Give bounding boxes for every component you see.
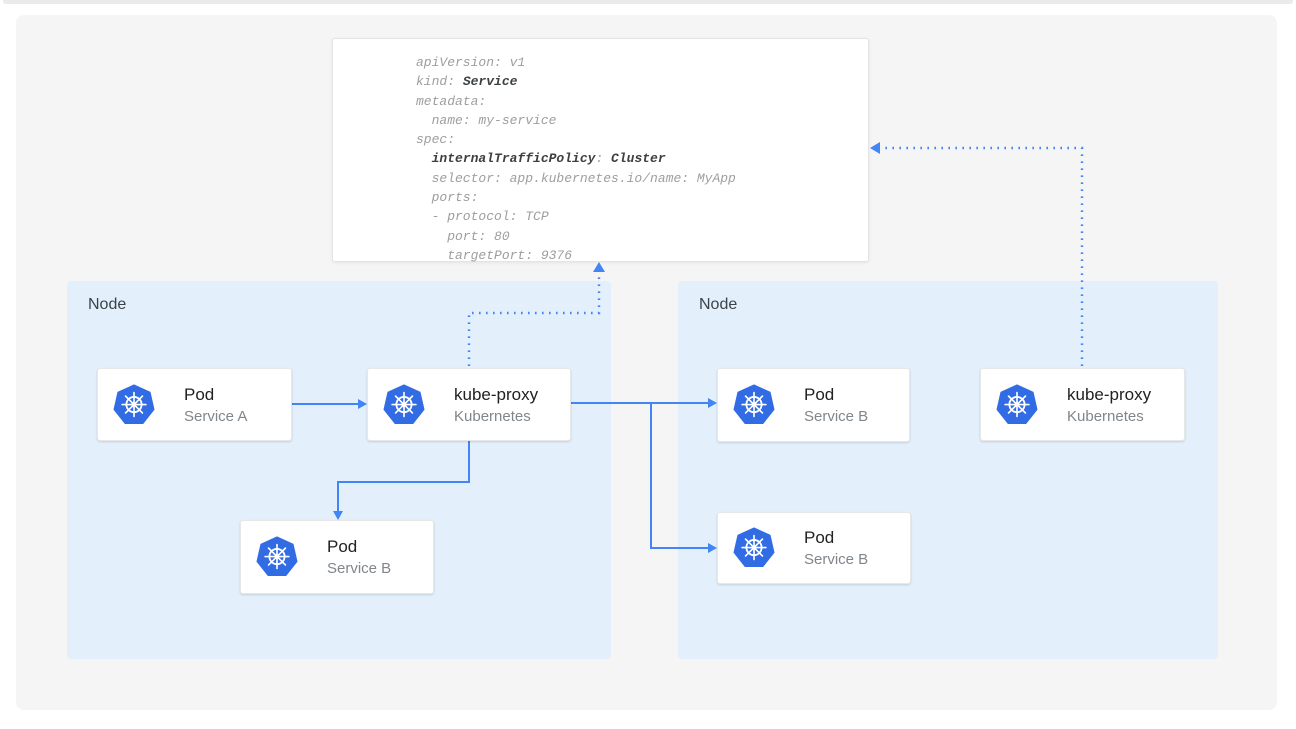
yaml-line-internal-traffic-policy: internalTrafficPolicy: Cluster [431,151,666,167]
card-subtitle: Service B [804,408,869,425]
yaml-line: apiVersion: v1 [416,55,526,70]
card-title: Pod [184,384,215,404]
yaml-line: ports: [416,190,479,206]
yaml-line: - protocol: TCP [416,209,549,225]
card-subtitle: Kubernetes [454,407,531,425]
diagram-panel: apiVersion: v1 kind: Service metadata: n… [16,15,1277,710]
kubernetes-icon [732,383,776,427]
card-subtitle: Service B [327,560,392,577]
top-divider [3,0,1293,4]
pod-service-a-card: Pod Service A [97,368,292,441]
service-yaml-manifest: apiVersion: v1 kind: Service metadata: n… [332,38,869,263]
card-title: Pod [327,537,358,556]
yaml-line: targetPort: 9376 [416,247,573,263]
node-left: Node [67,281,611,659]
kubernetes-icon [995,383,1039,427]
yaml-line: metadata: [416,93,487,109]
kube-proxy-left-card: kube-proxy Kubernetes [367,368,571,441]
pod-service-b-left-card: Pod Service B [240,520,434,594]
kubernetes-icon [112,383,156,427]
node-right: Node [678,281,1218,659]
node-right-label: Node [699,296,738,313]
card-title: kube-proxy [454,384,539,404]
card-subtitle: Service B [804,551,869,568]
yaml-line: spec: [416,132,456,148]
pod-service-b-top-right-card: Pod Service B [717,368,910,442]
card-title: kube-proxy [1067,384,1152,404]
card-subtitle: Kubernetes [1067,407,1144,425]
card-title: Pod [804,385,835,404]
yaml-line: name: my-service [416,112,557,128]
card-subtitle: Service A [184,407,248,425]
pod-service-b-bottom-right-card: Pod Service B [717,512,911,584]
yaml-line: selector: app.kubernetes.io/name: MyApp [416,170,736,186]
yaml-line: kind: Service [416,74,518,90]
kubernetes-icon [732,526,776,570]
node-left-label: Node [88,296,127,313]
kube-proxy-right-card: kube-proxy Kubernetes [980,368,1185,441]
card-title: Pod [804,528,835,547]
yaml-line: port: 80 [416,228,510,244]
kubernetes-icon [255,535,299,579]
kubernetes-icon [382,383,426,427]
